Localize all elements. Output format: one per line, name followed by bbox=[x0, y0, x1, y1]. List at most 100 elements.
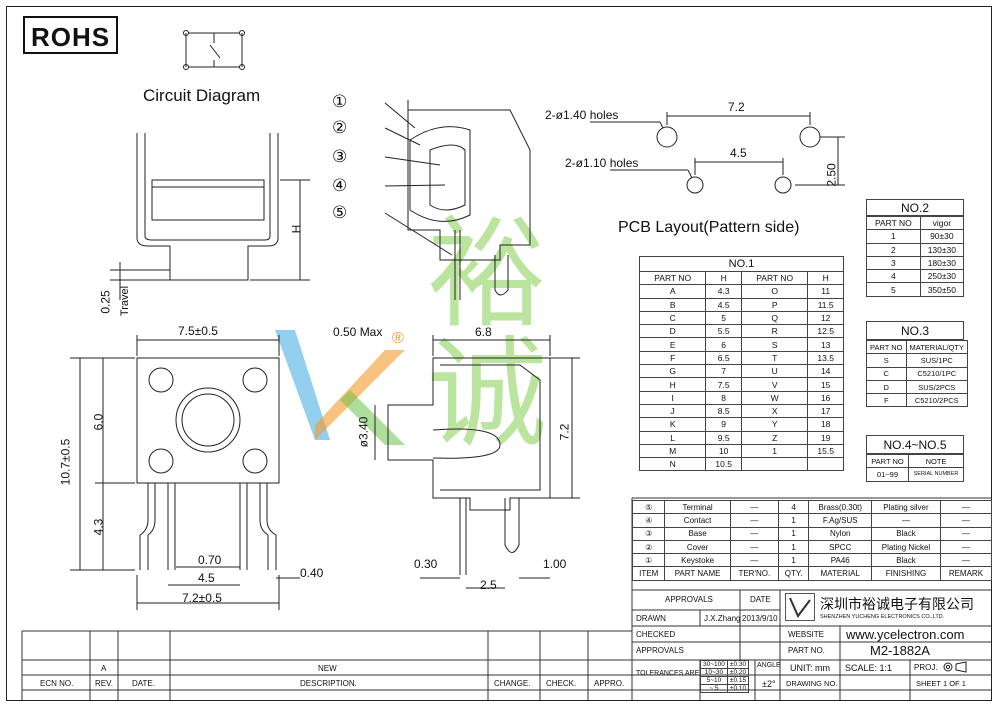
no2-cell: 3 bbox=[866, 255, 921, 271]
no3-cell: C5210/1PC bbox=[905, 366, 968, 381]
no3-cell: C5210/2PCS bbox=[905, 393, 968, 408]
no1-cell: O bbox=[740, 284, 809, 299]
no2-cell: 180±30 bbox=[919, 255, 965, 271]
no1-header: PART NO bbox=[638, 270, 707, 286]
bom-cell: — bbox=[729, 553, 779, 568]
bom-cell: Black bbox=[871, 526, 941, 541]
no3-header: MATERIAL/QTY bbox=[905, 339, 968, 355]
no1-cell: U bbox=[740, 364, 809, 379]
bom-cell: — bbox=[939, 513, 993, 528]
dim-7-2-bottom: 7.2±0.5 bbox=[182, 591, 222, 605]
dim-10-7: 10.7±0.5 bbox=[58, 438, 73, 486]
bom-cell: ⑤ bbox=[631, 499, 666, 515]
appro-header: APPRO. bbox=[594, 679, 625, 688]
no1-cell: 13 bbox=[807, 337, 844, 352]
checked-label: CHECKED bbox=[636, 630, 676, 639]
no1-cell: 9.5 bbox=[705, 430, 742, 445]
no45-cell: SERIAL NUMBER bbox=[908, 467, 964, 482]
partno-value: M2-1882A bbox=[870, 643, 930, 658]
no1-cell: 13.5 bbox=[807, 350, 844, 366]
no1-title: NO.1 bbox=[639, 256, 844, 272]
no3-cell: F bbox=[866, 393, 907, 408]
bom-cell: — bbox=[939, 499, 993, 515]
front-view-bottom bbox=[70, 335, 300, 610]
bom-cell: F.Ag/SUS bbox=[808, 513, 873, 528]
bom-header: REMARK bbox=[939, 566, 993, 581]
angle-label: ANGLE bbox=[757, 662, 781, 669]
table-row: 10~30±0.20 bbox=[700, 668, 750, 677]
dim-7-5: 7.5±0.5 bbox=[178, 324, 218, 338]
bom-header: TER'NO. bbox=[729, 566, 779, 581]
drawn-date: 2013/9/10 bbox=[742, 614, 778, 623]
bom-cell: Contact bbox=[664, 513, 731, 528]
no3-cell: S bbox=[866, 353, 907, 368]
dim-4-3: 4.3 bbox=[91, 518, 106, 536]
sheet-label: SHEET 1 OF 1 bbox=[916, 679, 966, 688]
bom-cell: ④ bbox=[631, 513, 666, 528]
callout-3: ③ bbox=[332, 147, 348, 166]
bom-header: QTY. bbox=[777, 566, 810, 581]
dim-0-50-max: 0.50 Max bbox=[333, 325, 383, 339]
no45-cell: 01~99 bbox=[866, 467, 909, 482]
tol-cell: ~ 5 bbox=[700, 684, 728, 693]
no1-cell: J bbox=[638, 403, 707, 419]
circuit-diagram-title: Circuit Diagram bbox=[143, 86, 261, 105]
no1-cell: 17 bbox=[807, 403, 844, 419]
no2-title: NO.2 bbox=[866, 199, 964, 216]
circuit-symbol bbox=[183, 30, 245, 70]
no1-cell: P bbox=[740, 297, 809, 312]
no3-title: NO.3 bbox=[866, 321, 964, 340]
no1-cell: B bbox=[638, 297, 707, 312]
no1-header: H bbox=[705, 270, 742, 286]
dim-0-40: 0.40 bbox=[300, 566, 324, 580]
no1-cell: 16 bbox=[807, 390, 844, 405]
dim-4-5: 4.5 bbox=[198, 571, 215, 585]
no1-cell: 6 bbox=[705, 337, 742, 352]
no45-header: PART NO bbox=[866, 453, 909, 469]
no1-cell: 12.5 bbox=[807, 324, 844, 339]
company-logo-icon bbox=[785, 593, 815, 621]
no1-cell: X bbox=[740, 403, 809, 419]
unit-label: UNIT: mm bbox=[790, 663, 830, 673]
watermark-text: 裕诚 bbox=[406, 210, 545, 450]
no2-cell: 4 bbox=[866, 269, 921, 284]
dim-2-50: 2.50 bbox=[824, 163, 839, 187]
no1-cell: 7 bbox=[705, 364, 742, 379]
company-name-cn: 深圳市裕诚电子有限公司 bbox=[820, 597, 974, 613]
table-row: ~ 5±0.10 bbox=[700, 684, 750, 693]
tol-cell: 30~100 bbox=[700, 660, 728, 669]
table-row: 30~100±0.30 bbox=[700, 660, 750, 669]
bom-cell: — bbox=[871, 513, 941, 528]
no1-cell bbox=[807, 457, 844, 472]
bom-header: PART NAME bbox=[664, 566, 731, 581]
no1-cell: N bbox=[638, 457, 707, 472]
no1-cell: V bbox=[740, 377, 809, 392]
bom-cell: Black bbox=[871, 553, 941, 568]
no1-cell: 5 bbox=[705, 310, 742, 326]
bom-cell: Plating silver bbox=[871, 499, 941, 515]
dim-dia-3-40: ø3.40 bbox=[356, 416, 371, 448]
bom-cell: PA46 bbox=[808, 553, 873, 568]
no1-cell: D bbox=[638, 324, 707, 339]
no3-cell: SUS/2PCS bbox=[905, 379, 968, 395]
bom-cell: — bbox=[729, 526, 779, 541]
